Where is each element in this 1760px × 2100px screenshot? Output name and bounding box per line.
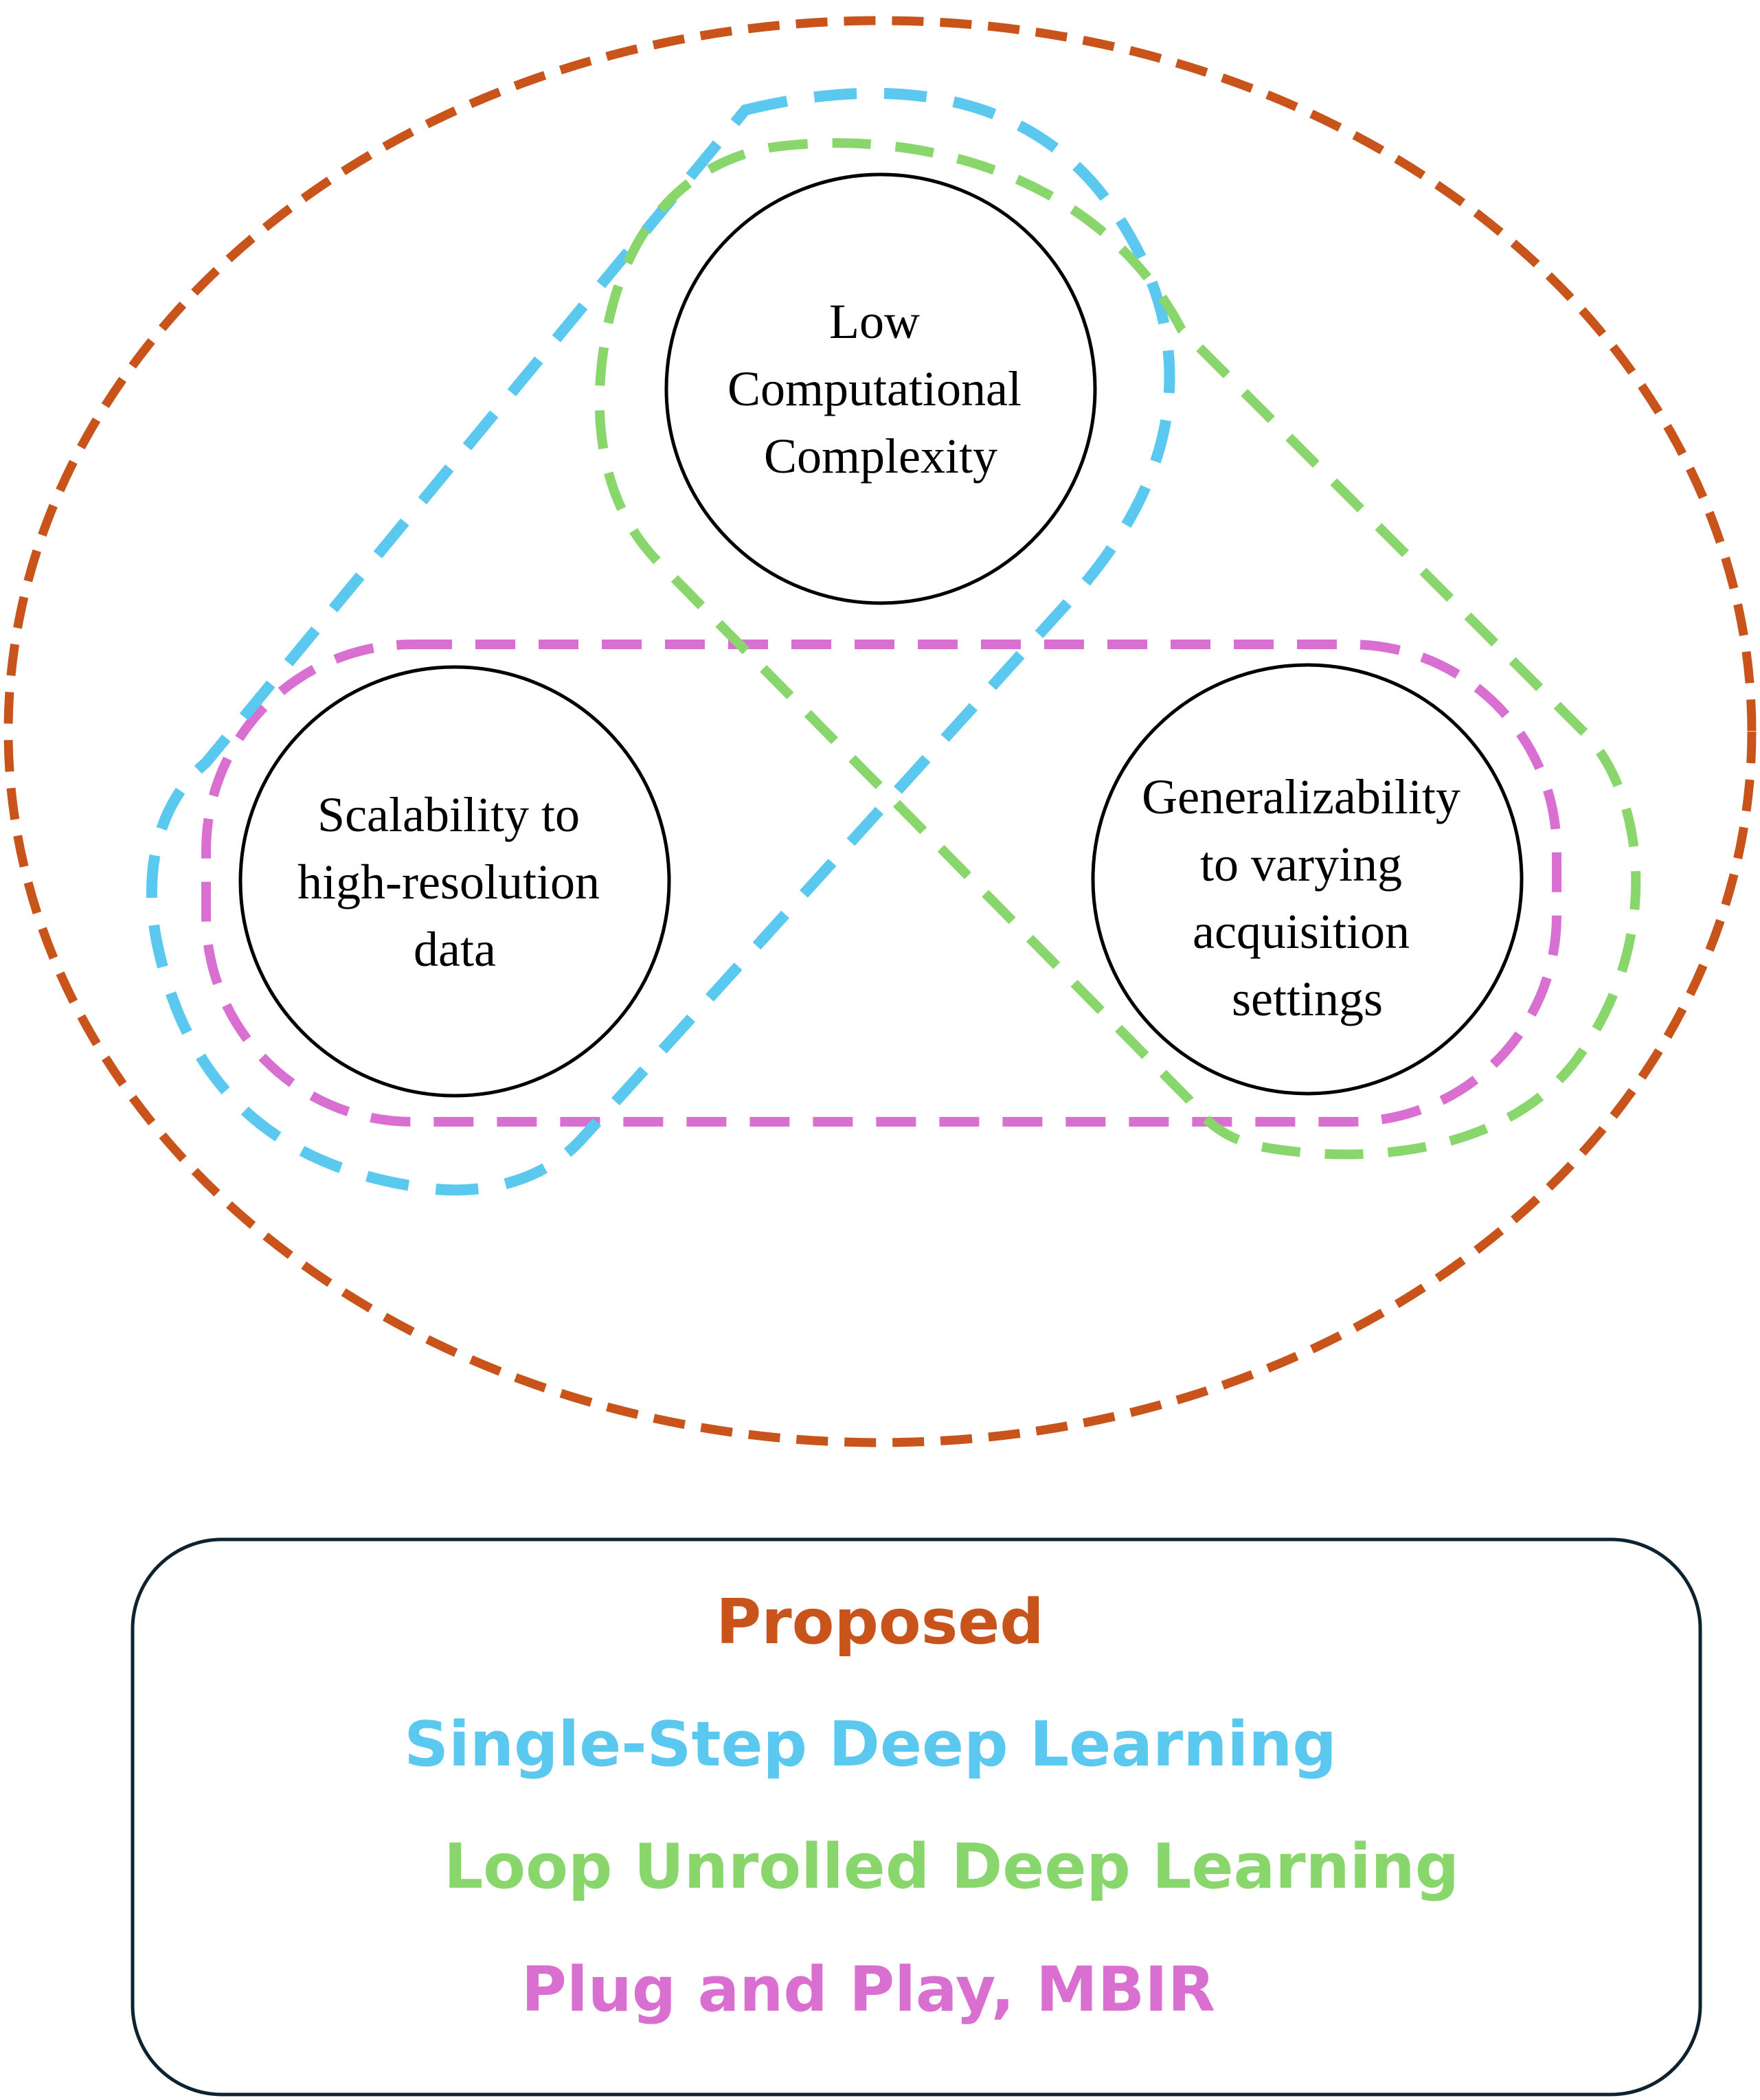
loop-unrolled-region (594, 138, 1641, 1160)
legend-loop-unrolled: Loop Unrolled Deep Learning (444, 1831, 1459, 1903)
generalizability-circle (1091, 663, 1524, 1096)
proposed-region (3, 16, 1757, 1447)
legend-plug-and-play: Plug and Play, MBIR (521, 1954, 1215, 2026)
complexity-label: Low Computational Complexity (727, 294, 1034, 484)
generalizability-label: Generalizability to varying acquisition … (1142, 769, 1473, 1026)
scalability-circle (238, 665, 671, 1098)
scalability-label: Scalability to high-resolution data (297, 787, 612, 977)
complexity-circle (664, 172, 1097, 605)
legend-proposed: Proposed (716, 1586, 1043, 1658)
legend-single-step: Single-Step Deep Learning (404, 1708, 1337, 1781)
plug-and-play-region (201, 640, 1561, 1127)
legend-box (131, 1537, 1702, 2097)
single-step-region (146, 87, 1175, 1196)
